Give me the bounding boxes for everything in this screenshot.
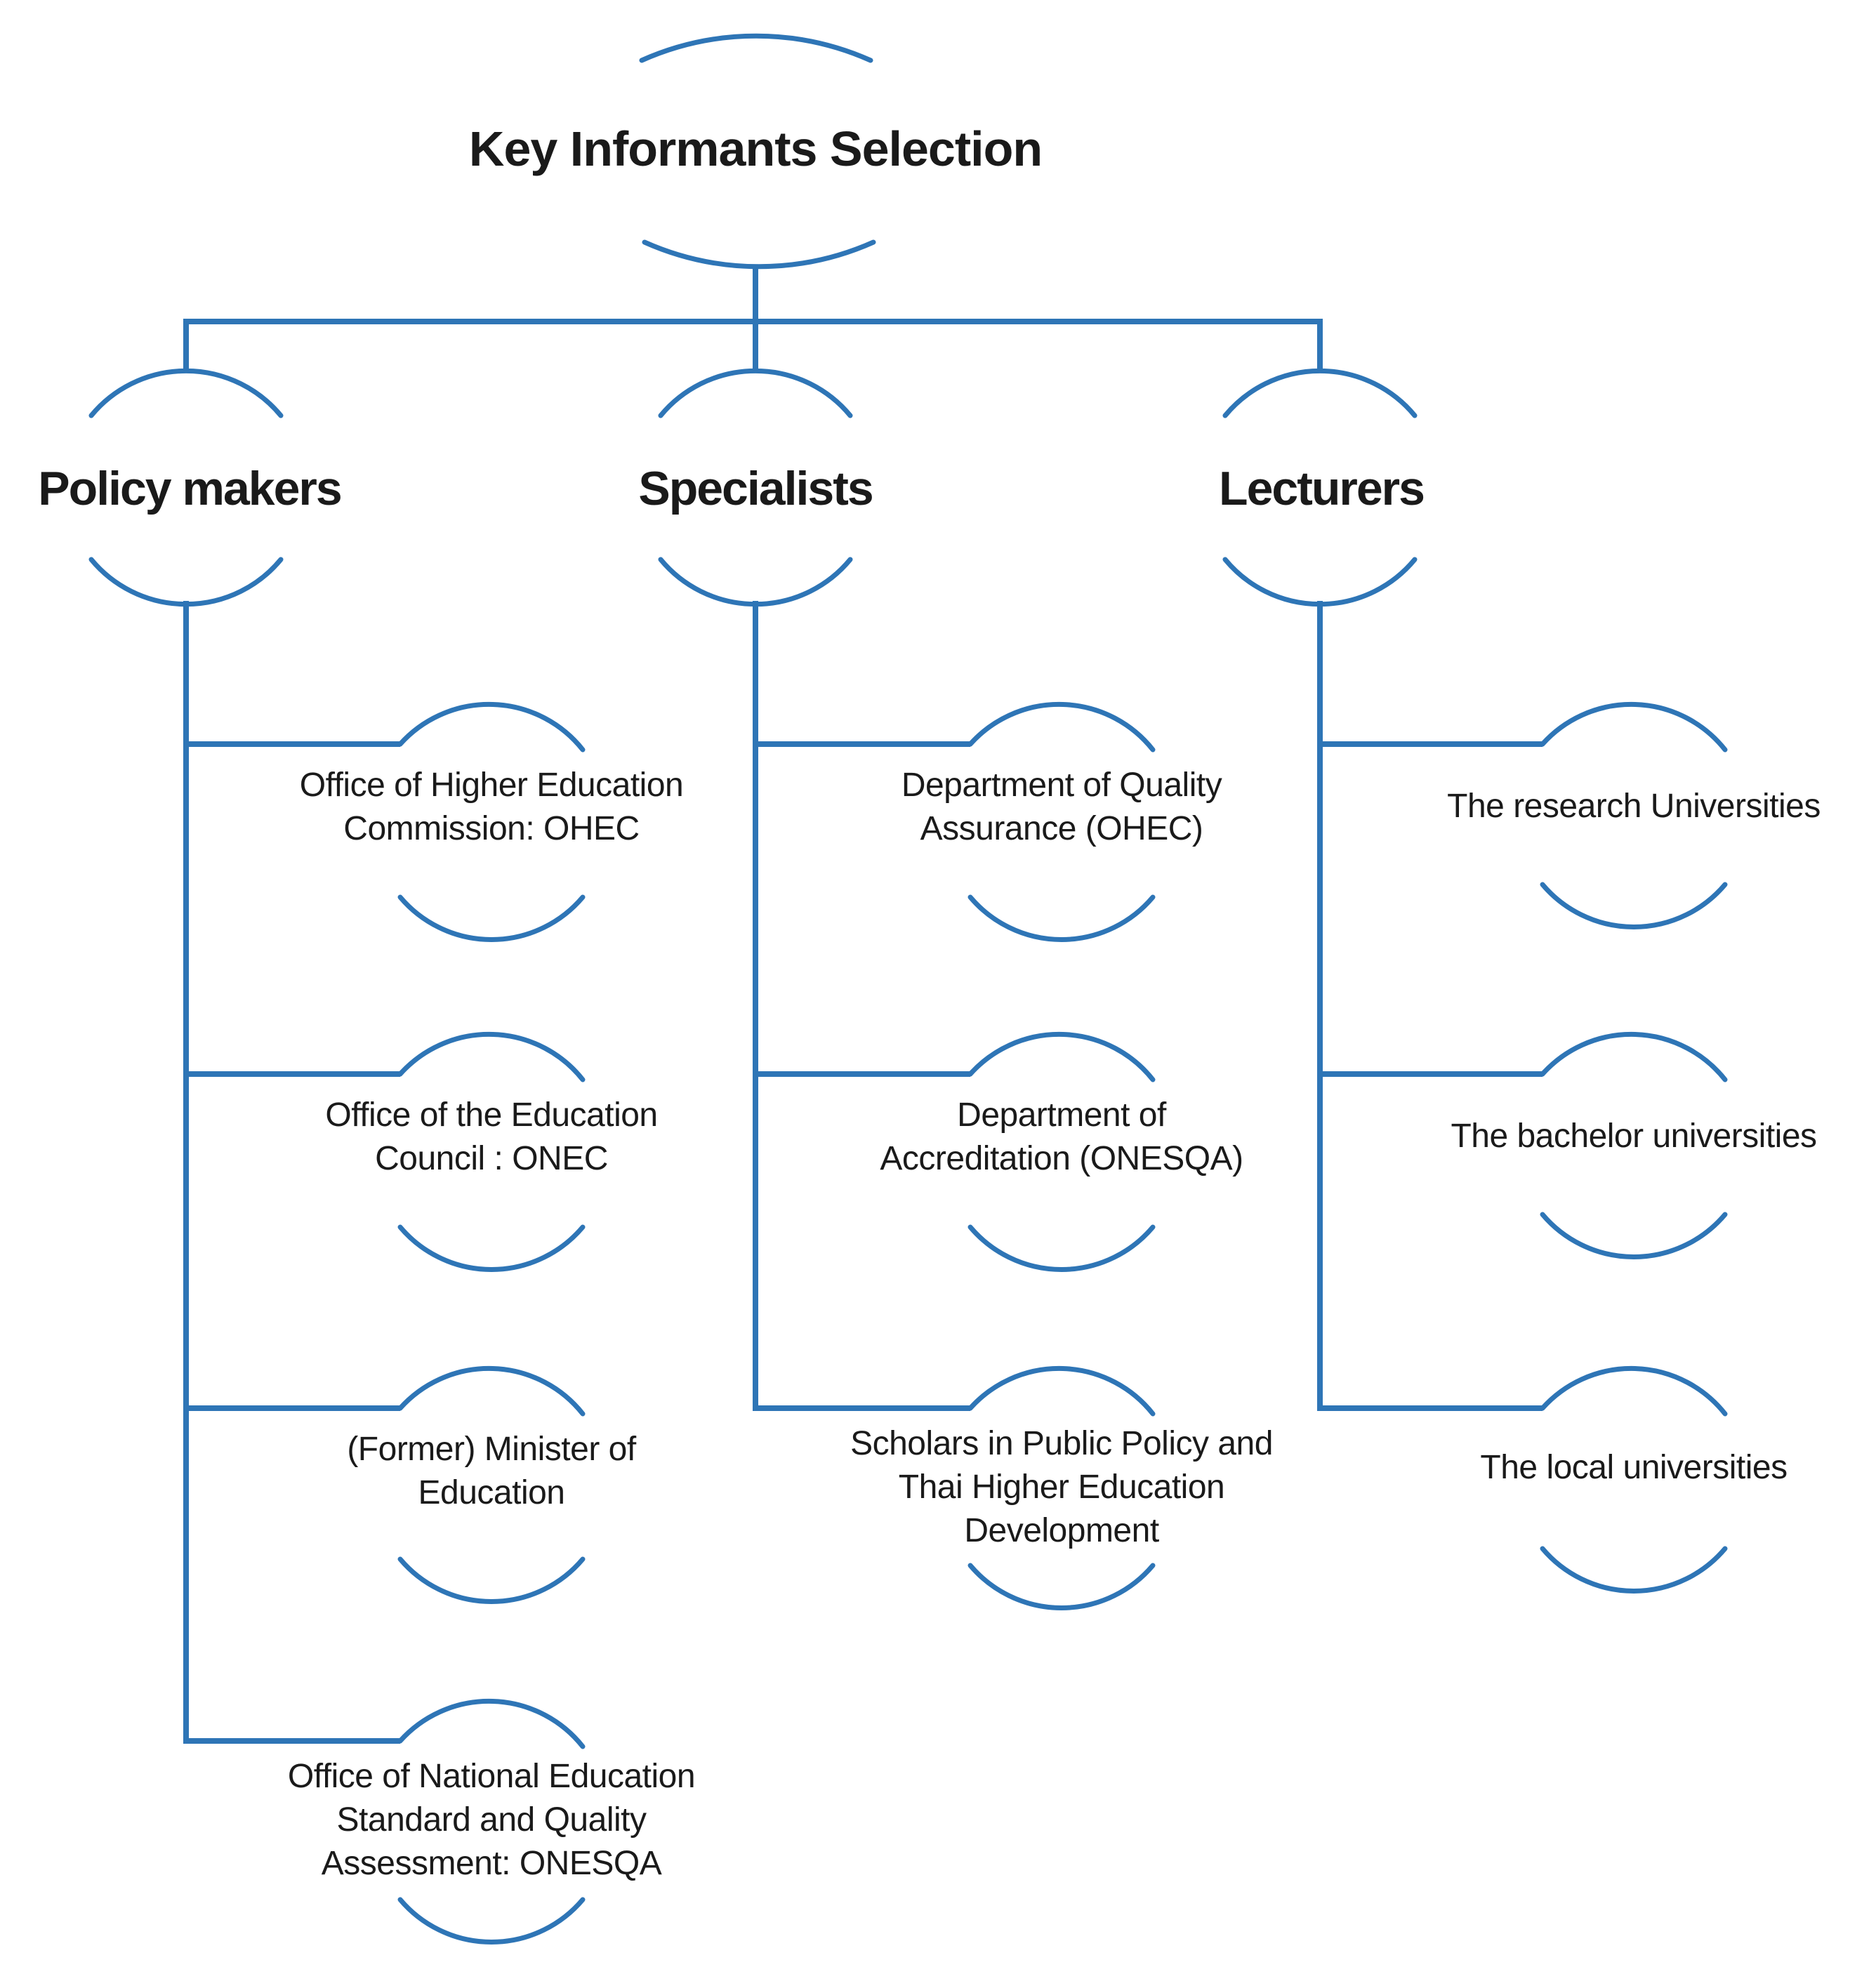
node-text-line: Department of — [957, 1097, 1166, 1134]
policy-makers-trunk — [183, 601, 400, 1744]
node-text-line: Scholars in Public Policy and — [850, 1425, 1273, 1462]
sp-child-2-top-arc — [967, 1032, 1156, 1082]
node-text-line: The bachelor universities — [1451, 1118, 1817, 1155]
branch-label-lecturers: Lecturers — [1219, 462, 1425, 515]
lc-child-1-bottom-arc — [1540, 882, 1728, 929]
node-research-universities: The research Universities — [1388, 785, 1876, 828]
node-text-line: Thai Higher Education — [898, 1469, 1225, 1506]
node-onec: Office of the Education Council : ONEC — [246, 1094, 737, 1181]
sp-child-2-bottom-arc — [967, 1224, 1156, 1272]
pm-child-4-top-arc — [397, 1699, 586, 1749]
node-onesqa: Office of National Education Standard an… — [246, 1755, 737, 1886]
node-text-line: Commission: OHEC — [343, 810, 640, 847]
pm-child-4-bottom-arc — [397, 1897, 586, 1945]
specialists-trunk — [753, 601, 970, 1411]
root-node-label: Key Informants Selection — [468, 121, 1043, 176]
branch-label-policy-makers: Policy makers — [38, 462, 342, 515]
node-text-line: Development — [964, 1512, 1159, 1549]
node-text-line: The local universities — [1480, 1449, 1788, 1486]
specialists-bottom-arc — [658, 557, 853, 607]
policy-makers-top-arc — [88, 368, 284, 418]
lecturers-trunk — [1317, 601, 1543, 1411]
node-text-line: Accreditation (ONESQA) — [880, 1140, 1243, 1177]
node-text-line: The research Universities — [1447, 788, 1821, 825]
pm-child-2-bottom-arc — [397, 1224, 586, 1272]
node-former-minister: (Former) Minister of Education — [246, 1428, 737, 1515]
node-text-line: Office of the Education — [325, 1097, 658, 1134]
lc-child-1-top-arc — [1540, 702, 1728, 753]
node-text-line: Education — [418, 1474, 566, 1511]
sp-child-3-bottom-arc — [967, 1563, 1156, 1610]
branch-label-specialists: Specialists — [638, 462, 873, 515]
sp-child-1-top-arc — [967, 702, 1156, 753]
sp-child-1-bottom-arc — [967, 894, 1156, 942]
node-text-line: Office of Higher Education — [299, 767, 684, 804]
node-text-line: Assurance (OHEC) — [920, 810, 1203, 847]
lc-child-3-bottom-arc — [1540, 1546, 1728, 1594]
root-node-arcs — [639, 33, 876, 270]
node-dept-quality-assurance: Department of Quality Assurance (OHEC) — [816, 764, 1307, 851]
root-top-arc — [639, 33, 873, 63]
lecturers-bottom-arc — [1222, 557, 1418, 607]
pm-child-1-top-arc — [397, 702, 586, 753]
tree-connectors — [183, 267, 1543, 1744]
node-text-line: Council : ONEC — [375, 1140, 608, 1177]
root-bottom-arc — [642, 239, 876, 270]
lc-child-2-bottom-arc — [1540, 1212, 1728, 1259]
sp-child-3-top-arc — [967, 1366, 1156, 1417]
pm-child-2-top-arc — [397, 1032, 586, 1082]
pm-child-1-bottom-arc — [397, 894, 586, 942]
lecturers-top-arc — [1222, 368, 1418, 418]
lc-child-2-top-arc — [1540, 1032, 1728, 1082]
node-dept-accreditation: Department of Accreditation (ONESQA) — [816, 1094, 1307, 1181]
node-text-line: Department of Quality — [901, 767, 1222, 804]
child-node-arcs — [397, 702, 1728, 1945]
pm-child-3-bottom-arc — [397, 1556, 586, 1604]
node-ohec: Office of Higher Education Commission: O… — [246, 764, 737, 851]
node-local-universities: The local universities — [1388, 1446, 1876, 1490]
node-text-line: Standard and Quality — [336, 1801, 647, 1839]
node-scholars: Scholars in Public Policy and Thai Highe… — [816, 1422, 1307, 1553]
node-text-line: Office of National Education — [287, 1758, 696, 1795]
branch-node-arcs — [88, 368, 1418, 607]
pm-child-3-top-arc — [397, 1366, 586, 1417]
lc-child-3-top-arc — [1540, 1366, 1728, 1417]
node-bachelor-universities: The bachelor universities — [1388, 1115, 1876, 1158]
node-text-line: (Former) Minister of — [347, 1431, 636, 1468]
specialists-top-arc — [658, 368, 853, 418]
node-text-line: Assessment: ONESQA — [321, 1845, 662, 1882]
policy-makers-bottom-arc — [88, 557, 284, 607]
